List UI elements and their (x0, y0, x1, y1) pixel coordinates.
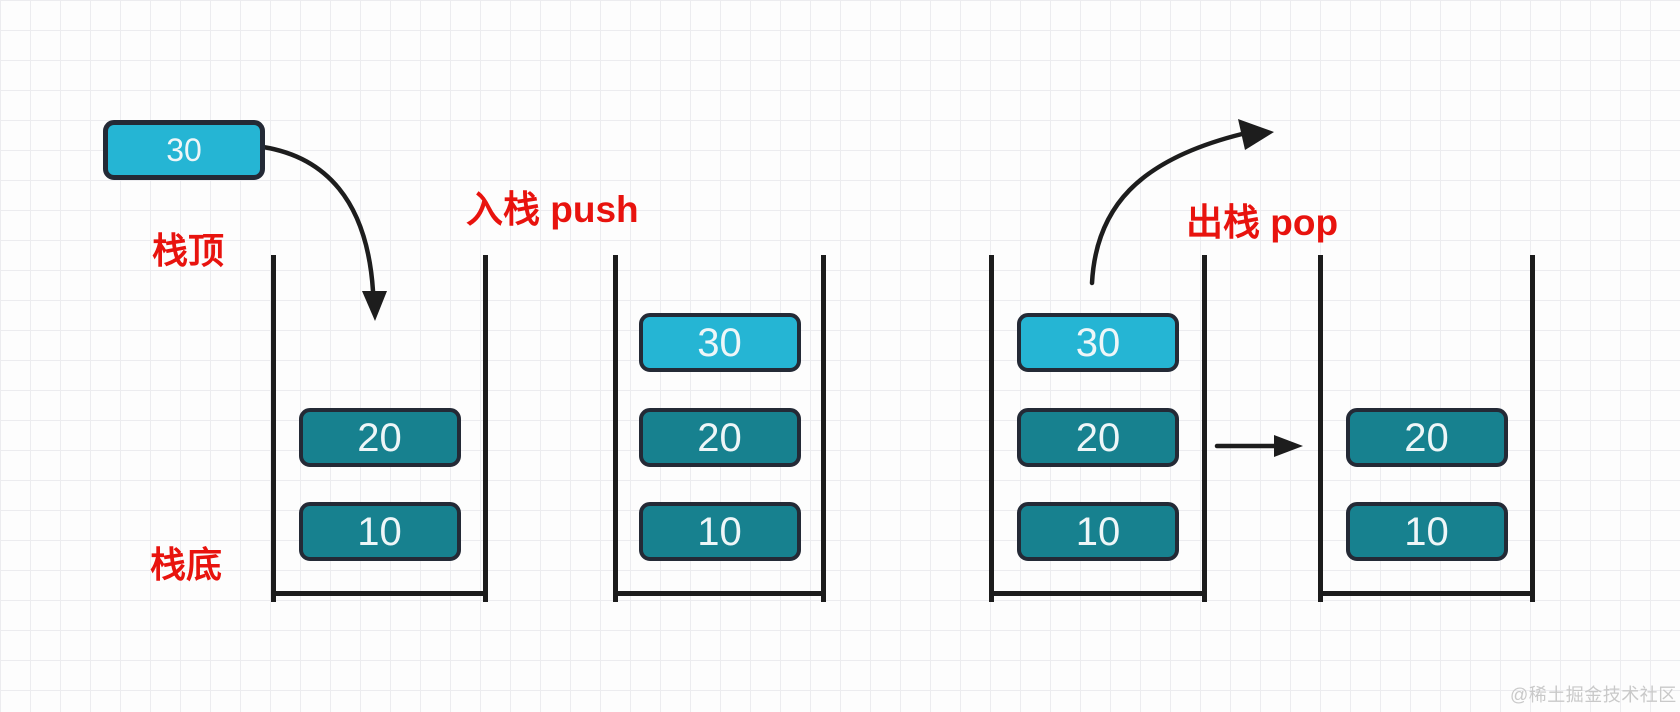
floating-value: 30 (166, 132, 202, 168)
stack-item-box: 20 (1345, 408, 1508, 467)
stack-item-value: 20 (697, 415, 742, 460)
transfer-arrow (1214, 435, 1303, 457)
stack-bottom-line (271, 591, 488, 596)
label-push: 入栈 push (466, 189, 639, 230)
stack-item-box: 30 (1017, 313, 1179, 372)
stack-item-box: 10 (298, 502, 461, 561)
stack-item-value: 10 (1075, 509, 1121, 554)
stack-bottom-line (613, 591, 826, 596)
label-pop: 出栈 pop (1186, 202, 1339, 243)
stack-item-box: 10 (1345, 502, 1508, 561)
stack-item-value: 30 (1075, 320, 1121, 365)
stack-item-value: 20 (357, 415, 402, 460)
stack-item-value: 20 (1075, 415, 1121, 460)
stack-item-box: 10 (1017, 502, 1179, 561)
stack-item-box: 10 (638, 502, 801, 561)
stack-item-box: 20 (1017, 408, 1179, 467)
stack-item-box: 30 (638, 313, 801, 372)
stack-item-value: 20 (1404, 415, 1449, 460)
stack-after-push: 30 20 10 (613, 255, 826, 602)
stack-bottom-line (1318, 591, 1535, 596)
stack-item-value: 30 (697, 320, 742, 365)
stack-bottom-line (989, 591, 1207, 596)
watermark: @稀土掘金技术社区 (1510, 685, 1677, 705)
stack-item-box: 20 (298, 408, 461, 467)
label-stack-bottom: 栈底 (150, 544, 223, 585)
stack-item-value: 10 (1404, 509, 1449, 554)
stack-item-box: 20 (638, 408, 801, 467)
stack-before-pop: 30 20 10 (989, 255, 1207, 602)
stack-item-value: 10 (697, 509, 742, 554)
stack-item-value: 10 (357, 509, 402, 554)
label-stack-top: 栈顶 (152, 230, 225, 271)
floating-value-box: 30 (103, 120, 265, 180)
